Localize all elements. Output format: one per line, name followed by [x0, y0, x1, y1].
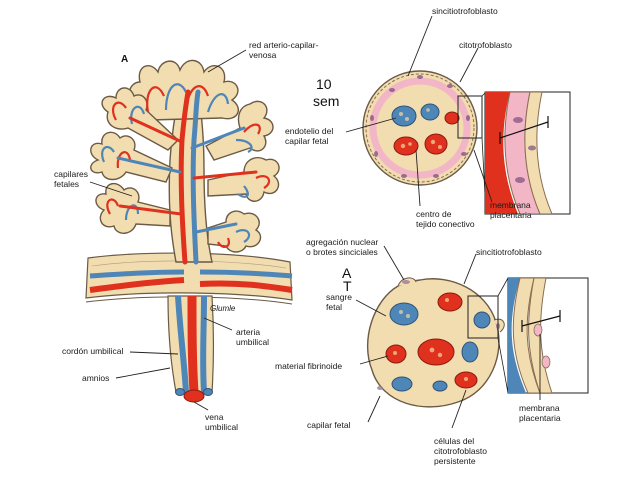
inset-early-membrane — [484, 91, 571, 215]
label-fetal-capillaries: capilares fetales — [54, 169, 89, 189]
label-placental-membrane-late: membrana placentaria — [519, 403, 561, 423]
stem-vein — [190, 89, 201, 265]
section-late-capillaries — [385, 292, 491, 392]
section-late-inset-marker — [467, 295, 499, 339]
label-fibrinoid: material fibrinoide — [275, 361, 343, 371]
section-early-nuclei — [370, 75, 470, 178]
chorionic-plate — [85, 252, 293, 301]
label-umbilical-cord: cordón umbilical — [62, 346, 124, 356]
label-persistent-cytotrophoblast: células del citotrofoblasto persistente — [434, 436, 487, 466]
umbilical-artery-vessel — [175, 295, 189, 393]
villus-section-late — [366, 277, 509, 408]
label-syncytiotrophoblast-early: sincitiotrofoblasto — [432, 6, 498, 16]
label-connective-core: centro de tejido conectivo — [416, 209, 475, 229]
label-amnion: amnios — [82, 373, 110, 383]
plate-artery-right — [199, 280, 293, 293]
section-early-syncytium — [365, 73, 475, 183]
cord-section-artery — [175, 388, 185, 396]
label-fetal-capillary: capilar fetal — [307, 420, 351, 430]
cord-section-artery-2 — [203, 388, 213, 396]
section-early-cytotrophoblast — [369, 77, 471, 179]
section-early-outer — [362, 70, 478, 186]
label-syncytial-knots: agregación nuclear o brotes sinciciales — [306, 237, 379, 257]
overlay-letter-t: T — [343, 278, 352, 294]
plate-vein-right — [199, 269, 293, 279]
label-fetal-blood: sangre fetal — [326, 292, 352, 312]
weeks-value: 10 — [316, 76, 332, 92]
plate-vein-left — [89, 269, 185, 279]
villus-section-early — [362, 70, 487, 215]
inset-late-membrane — [507, 277, 589, 394]
plate-artery-left — [89, 277, 185, 293]
label-umbilical-artery: arteria umbilical — [236, 327, 270, 347]
section-early-capillaries — [391, 103, 460, 156]
overlay-letter-a: A — [342, 265, 352, 281]
label-cytotrophoblast: citotrofoblasto — [459, 40, 512, 50]
umbilical-artery-vessel-2 — [200, 295, 207, 393]
panel-letter: A — [121, 54, 129, 65]
leader-lines — [89, 15, 541, 429]
label-endothelium: endotelio del capilar fetal — [285, 126, 334, 146]
cord-section-vein — [183, 389, 205, 403]
weeks-unit: sem — [313, 93, 340, 109]
inset-early-bracket — [499, 116, 549, 144]
chorionic-villus-tree — [85, 59, 293, 403]
label-syncytiotrophoblast-late: sincitiotrofoblasto — [476, 247, 542, 257]
stem-artery — [178, 89, 191, 265]
label-placental-membrane-early: membrana placentaria — [490, 200, 532, 220]
signature: Glumle — [210, 304, 236, 313]
label-arteriocapillary-network: red arterio-capilar- venosa — [249, 40, 319, 60]
villus-vessels — [116, 89, 258, 265]
umbilical-vein-vessel — [187, 295, 199, 393]
villus-body — [90, 59, 280, 263]
section-early-inset-marker — [457, 95, 483, 139]
inset-late-bracket — [521, 310, 561, 332]
label-umbilical-vein: vena umbilical — [205, 412, 239, 432]
